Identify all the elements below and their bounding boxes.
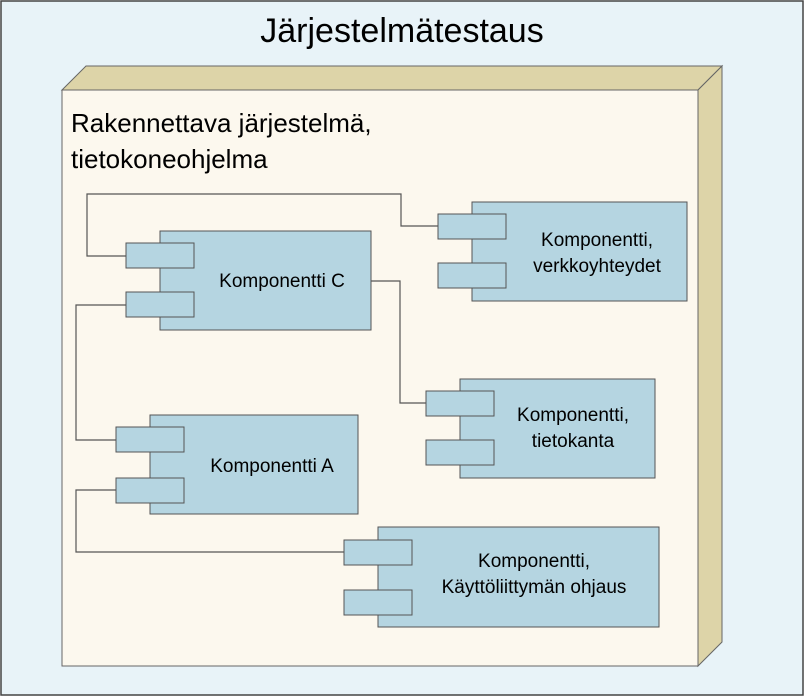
component-c-label: Komponentti C — [219, 271, 345, 292]
component-database[interactable]: Komponentti, tietokanta — [425, 378, 656, 479]
component-network[interactable]: Komponentti, verkkoyhteydet — [437, 201, 688, 302]
component-ui-port-2 — [343, 589, 413, 616]
component-c-body — [159, 230, 372, 331]
node-title-line1: Rakennettava järjestelmä, — [71, 108, 372, 138]
connectors — [75, 193, 438, 553]
component-network-port-2 — [437, 262, 507, 289]
component-a-body — [149, 414, 359, 515]
component-network-label-2: verkkoyhteydet — [533, 256, 662, 277]
node-top-face — [60, 65, 724, 91]
node-side-face — [697, 64, 723, 668]
connector-a-ui — [75, 489, 344, 553]
connector-c-network — [86, 193, 438, 257]
component-database-port-2 — [425, 439, 495, 466]
component-a-label: Komponentti A — [210, 456, 334, 477]
component-a-port-1 — [115, 426, 185, 453]
component-c-port-2 — [125, 291, 195, 318]
component-a-port-2 — [115, 477, 185, 504]
component-database-port-1 — [425, 390, 495, 417]
component-database-label-2: tietokanta — [532, 431, 615, 452]
component-ui-label-2: Käyttöliittymän ohjaus — [442, 577, 627, 598]
component-ui[interactable]: Komponentti, Käyttöliittymän ohjaus — [343, 526, 660, 628]
component-ui-port-1 — [343, 539, 413, 566]
component-network-body — [471, 201, 688, 302]
component-network-port-1 — [437, 213, 507, 240]
component-database-label-1: Komponentti, — [517, 405, 629, 426]
node-title-line2: tietokoneohjelma — [71, 144, 268, 174]
outer-title: Järjestelmätestaus — [260, 12, 543, 50]
component-ui-label-1: Komponentti, — [478, 551, 590, 572]
component-c-port-1 — [125, 242, 195, 269]
component-c[interactable]: Komponentti C — [125, 230, 372, 331]
connector-c-a — [75, 304, 126, 441]
component-ui-body — [377, 526, 660, 628]
component-a[interactable]: Komponentti A — [115, 414, 359, 515]
component-network-label-1: Komponentti, — [541, 230, 653, 251]
connector-c-database — [371, 280, 426, 404]
